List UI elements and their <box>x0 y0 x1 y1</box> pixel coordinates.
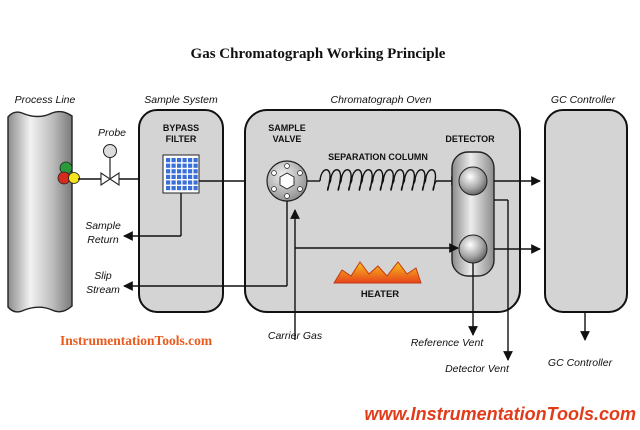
filter-mesh-cell <box>177 163 182 168</box>
filter-mesh-cell <box>171 186 176 191</box>
gc-controller-bottom-label: GC Controller <box>548 357 613 369</box>
section-gc-controller: GC Controller <box>551 94 616 106</box>
brand-site-name: InstrumentationTools.com <box>60 333 213 348</box>
slip-stream-label-line1: Slip <box>94 270 112 282</box>
filter-mesh-cell <box>171 169 176 174</box>
filter-mesh-cell <box>182 169 187 174</box>
reference-vent-label: Reference Vent <box>411 337 485 349</box>
filter-mesh-cell <box>166 180 171 185</box>
filter-mesh-cell <box>182 163 187 168</box>
filter-mesh-cell <box>182 174 187 179</box>
separation-column-coil <box>319 169 437 191</box>
filter-mesh-cell <box>182 180 187 185</box>
gc-controller-box <box>544 109 628 313</box>
separation-column-label: SEPARATION COLUMN <box>328 152 428 162</box>
carrier-gas-label: Carrier Gas <box>268 330 323 342</box>
bypass-filter-label-line2: FILTER <box>166 134 197 144</box>
detector-vent-label: Detector Vent <box>445 363 510 375</box>
yellow-indicator-icon <box>68 172 80 184</box>
filter-mesh-cell <box>193 158 198 163</box>
sample-valve-label-line1: SAMPLE <box>268 123 306 133</box>
filter-mesh-cell <box>182 158 187 163</box>
filter-mesh-cell <box>177 158 182 163</box>
heater-label: HEATER <box>361 289 399 300</box>
chromatograph-oven-box <box>244 109 521 313</box>
filter-mesh-cell <box>177 186 182 191</box>
filter-mesh-cell <box>188 169 193 174</box>
filter-mesh-cell <box>193 163 198 168</box>
sample-valve-icon <box>266 160 308 202</box>
section-sample-system: Sample System <box>144 94 218 106</box>
sample-return-label-line1: Sample <box>85 220 121 232</box>
filter-mesh-cell <box>177 169 182 174</box>
probe-label: Probe <box>98 127 126 139</box>
filter-mesh-cell <box>177 174 182 179</box>
watermark-url: www.InstrumentationTools.com <box>364 404 636 424</box>
filter-mesh-cell <box>188 186 193 191</box>
filter-mesh-cell <box>166 169 171 174</box>
filter-mesh-cell <box>171 174 176 179</box>
filter-mesh-cell <box>177 180 182 185</box>
sample-valve-label-line2: VALVE <box>273 134 302 144</box>
filter-mesh-cell <box>193 169 198 174</box>
filter-mesh-cell <box>193 174 198 179</box>
section-process-line: Process Line <box>15 94 76 106</box>
diagram-title: Gas Chromatograph Working Principle <box>191 46 446 62</box>
process-pipe <box>7 110 73 313</box>
filter-mesh-cell <box>166 174 171 179</box>
filter-mesh-cell <box>193 180 198 185</box>
probe-valve-icon <box>100 144 120 187</box>
bypass-filter-label-line1: BYPASS <box>163 123 199 133</box>
filter-mesh-cell <box>188 158 193 163</box>
filter-mesh-cell <box>166 186 171 191</box>
filter-mesh-cell <box>166 158 171 163</box>
filter-mesh-cell <box>171 180 176 185</box>
filter-mesh-cell <box>166 163 171 168</box>
heater-flame-icon <box>333 261 422 284</box>
section-chromatograph-oven: Chromatograph Oven <box>331 94 432 106</box>
bypass-filter-icon <box>162 154 200 194</box>
filter-mesh-cell <box>171 163 176 168</box>
sample-return-label-line2: Return <box>87 234 119 246</box>
filter-mesh-cell <box>171 158 176 163</box>
slip-stream-label-line2: Stream <box>86 284 120 296</box>
filter-mesh-cell <box>188 180 193 185</box>
detector-icon <box>451 151 495 277</box>
filter-mesh-cell <box>188 163 193 168</box>
filter-mesh-cell <box>193 186 198 191</box>
filter-mesh-cell <box>182 186 187 191</box>
filter-mesh-cell <box>188 174 193 179</box>
detector-label: DETECTOR <box>445 134 495 144</box>
